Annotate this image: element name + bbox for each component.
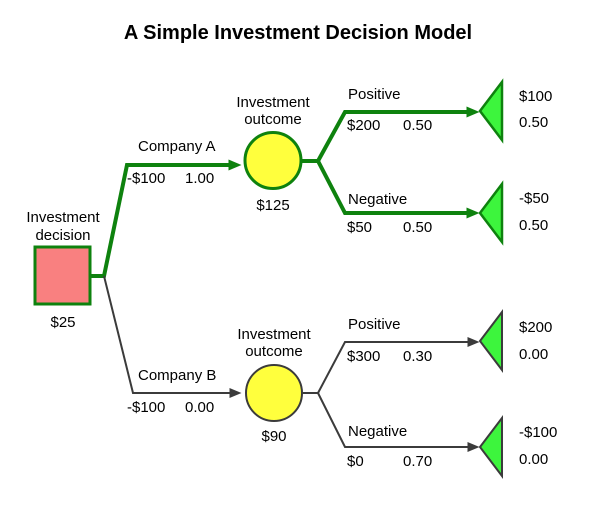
payoff-a-negative-probability: 0.50 (519, 217, 548, 234)
decision-node-square (33, 245, 92, 306)
branch-b-negative-probability: 0.70 (403, 453, 432, 470)
branch-company-a-label: Company A (138, 138, 216, 155)
chance-node-b-label-line2: outcome (245, 343, 303, 360)
branch-company-a-cost: -$100 (127, 170, 165, 187)
branch-a-positive-payoff: $200 (347, 117, 380, 134)
chance-node-a-circle (243, 131, 303, 190)
branch-line-b-positive (317, 337, 480, 394)
decision-node-label-line1: Investment (26, 209, 100, 226)
branch-line-company-a (90, 159, 242, 278)
branch-company-b-label: Company B (138, 367, 216, 384)
branch-line-b-negative (317, 392, 480, 452)
branch-company-b-cost: -$100 (127, 399, 165, 416)
branch-b-positive-payoff: $300 (347, 348, 380, 365)
branch-b-negative-payoff: $0 (347, 453, 364, 470)
branch-b-positive-probability: 0.30 (403, 348, 432, 365)
decision-node-label-line2: decision (35, 227, 90, 244)
branch-a-negative-label: Negative (348, 191, 407, 208)
branch-a-positive-probability: 0.50 (403, 117, 432, 134)
payoff-a-positive-value: $100 (519, 88, 552, 105)
chance-node-a-value: $125 (256, 197, 289, 214)
chance-node-b-value: $90 (261, 428, 286, 445)
payoff-node-b-positive-triangle (478, 309, 503, 373)
payoff-node-b-negative-triangle (478, 415, 503, 479)
branch-a-negative-probability: 0.50 (403, 219, 432, 236)
payoff-a-positive-probability: 0.50 (519, 114, 548, 131)
branch-line-a-negative (316, 160, 480, 219)
branch-a-negative-payoff: $50 (347, 219, 372, 236)
payoff-a-negative-value: -$50 (519, 190, 549, 207)
branch-b-positive-label: Positive (348, 316, 401, 333)
branch-b-negative-label: Negative (348, 423, 407, 440)
chance-node-a-label-line1: Investment (236, 94, 310, 111)
payoff-b-positive-value: $200 (519, 319, 552, 336)
branch-a-positive-label: Positive (348, 86, 401, 103)
chance-node-b-label-line1: Investment (237, 326, 311, 343)
branch-company-a-probability: 1.00 (185, 170, 214, 187)
branch-line-a-positive (316, 106, 480, 162)
chance-node-a-label-line2: outcome (244, 111, 302, 128)
diagram-title: A Simple Investment Decision Model (124, 22, 472, 44)
payoff-node-a-positive-triangle (478, 78, 504, 144)
decision-node-value: $25 (50, 314, 75, 331)
branch-line-company-b (103, 275, 242, 398)
chance-node-b-circle (245, 364, 303, 422)
payoff-b-positive-probability: 0.00 (519, 346, 548, 363)
payoff-b-negative-probability: 0.00 (519, 451, 548, 468)
branch-company-b-probability: 0.00 (185, 399, 214, 416)
payoff-b-negative-value: -$100 (519, 424, 557, 441)
payoff-node-a-negative-triangle (478, 180, 504, 246)
